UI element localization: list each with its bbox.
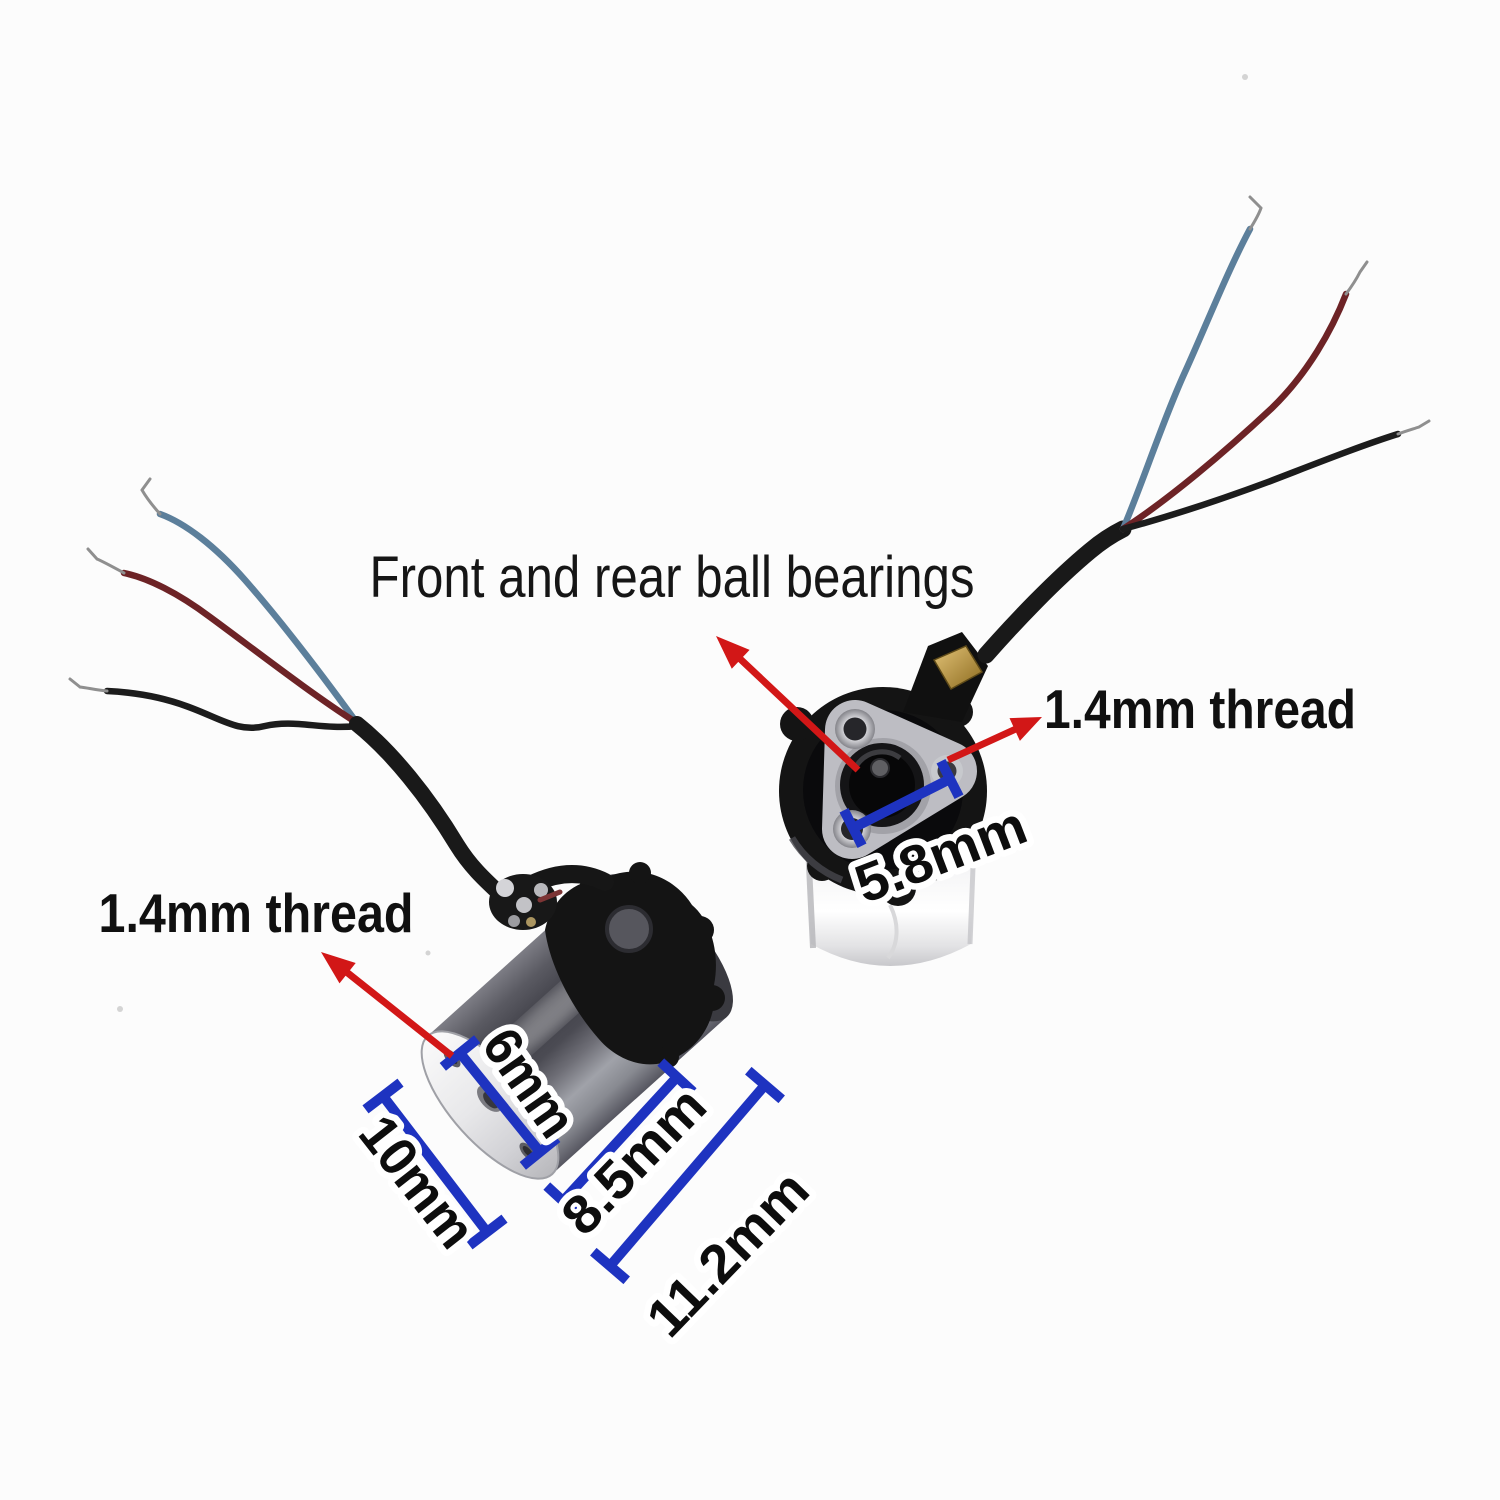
right-wire-blue [1119, 225, 1254, 533]
left-wire-bare-tips [68, 477, 162, 693]
dim-line-6mm [439, 1035, 561, 1170]
right-motor-ring-highlight [788, 836, 844, 884]
dim-line-11-2mm [590, 1066, 785, 1285]
right-motor-body-scratch [886, 904, 899, 960]
bearing-arrow [716, 636, 861, 773]
thread-arrow-left [321, 952, 455, 1059]
thread-label-left: 1.4mm thread [99, 882, 414, 944]
bearings-label: Front and rear ball bearings [370, 545, 975, 610]
left-wire-red [120, 569, 361, 727]
right-wire-black [1119, 430, 1402, 533]
motor-shaft-end [870, 758, 890, 778]
thread-arrow-right [946, 717, 1042, 764]
left-wire-sheath [349, 716, 507, 901]
right-wire-bare-tips [1248, 195, 1431, 436]
left-motor-solder-joints [489, 874, 563, 930]
left-wire-black [103, 687, 361, 732]
left-wire-blue [156, 510, 361, 727]
annotation-arrows [321, 636, 1042, 1059]
right-motor [779, 195, 1431, 966]
thread-label-right: 1.4mm thread [1044, 678, 1356, 740]
left-motor-rear-cap [605, 905, 653, 953]
right-wire-red [1119, 290, 1350, 533]
right-motor-bearing-plate [822, 700, 977, 859]
left-motor-rear-collar [521, 862, 725, 1068]
right-wire-sheath [977, 520, 1132, 664]
dimension-lines [362, 758, 964, 1285]
right-motor-brass-crimp [932, 645, 984, 691]
dim-line-8-5mm [543, 1058, 697, 1220]
dim-line-5-8mm [839, 758, 964, 849]
dim-line-10mm [362, 1078, 508, 1250]
